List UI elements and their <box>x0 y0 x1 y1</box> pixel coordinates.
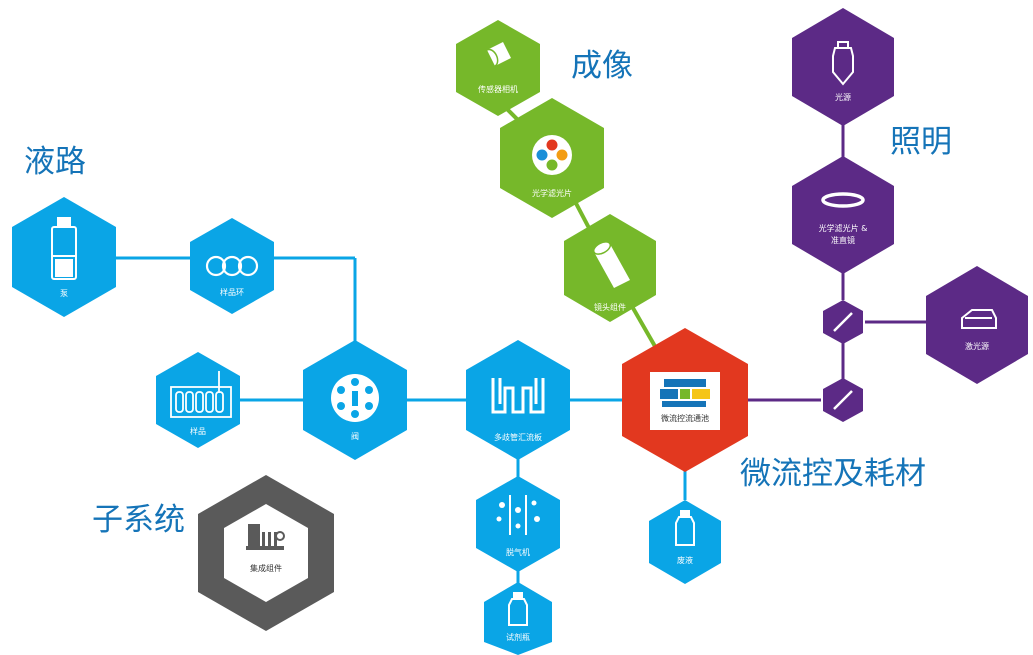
label-microfluidic-chip: 微流控流通池 <box>661 413 709 423</box>
mirror-icon <box>833 390 853 410</box>
hex-sensor-camera <box>456 20 540 116</box>
node-reagent-bottle: 试剂瓶 <box>484 582 552 655</box>
node-microfluidic-chip: 微流控流通池 <box>622 328 748 472</box>
category-microfluidics-label: 微流控及耗材 <box>740 456 926 492</box>
node-sample-loop: 样品环 <box>190 218 274 314</box>
camera-sensor-icon <box>483 42 511 68</box>
laser-icon <box>961 309 997 329</box>
label-sample-loop: 样品环 <box>220 287 244 297</box>
hex-manifold <box>466 340 570 460</box>
label-filter-collimator-line2: 准直镜 <box>831 235 855 245</box>
chip-icon <box>660 379 710 407</box>
node-pump: 泵 <box>12 197 116 317</box>
hex-reagent-bottle <box>484 582 552 655</box>
ring-lens-icon <box>821 192 865 208</box>
bulb-icon <box>832 41 854 86</box>
hex-laser <box>926 266 1028 384</box>
node-integrated-assembly: 集成组件 <box>198 475 334 631</box>
label-reagent-bottle: 试剂瓶 <box>506 632 530 642</box>
sample-rack-icon <box>170 371 232 418</box>
category-subsystem-label: 子系统 <box>92 502 185 538</box>
lens-tube-icon <box>592 241 630 288</box>
mirror-icon <box>833 312 853 332</box>
category-fluid-label: 液路 <box>24 144 86 180</box>
label-waste: 废液 <box>677 555 693 565</box>
label-filter-collimator-line1: 光学滤光片 & <box>819 223 868 233</box>
manifold-channels-icon <box>491 378 545 414</box>
label-sample: 样品 <box>190 426 206 436</box>
category-illumination-label: 照明 <box>890 124 952 160</box>
rotary-valve-icon <box>331 374 379 422</box>
node-laser: 激光源 <box>926 266 1028 384</box>
node-lens-assembly: 镜头组件 <box>564 214 656 322</box>
bottle-icon <box>508 592 528 626</box>
category-imaging-label: 成像 <box>571 48 633 84</box>
label-optical-filter: 光学滤光片 <box>532 188 572 198</box>
label-manifold: 多歧管汇流板 <box>494 432 542 442</box>
node-manifold: 多歧管汇流板 <box>466 340 570 460</box>
node-valve: 阀 <box>303 340 407 460</box>
hex-sample-loop <box>190 218 274 314</box>
label-light-source: 光源 <box>835 92 851 102</box>
node-sample: 样品 <box>156 352 240 448</box>
hex-integrated-assembly-inner <box>224 504 308 602</box>
label-integrated-assembly: 集成组件 <box>250 563 282 573</box>
node-filter-collimator: 光学滤光片 & 准直镜 <box>792 156 894 274</box>
hex-filter-collimator <box>792 156 894 274</box>
hex-light-source <box>792 8 894 126</box>
node-waste: 废液 <box>649 500 721 584</box>
label-lens-assembly: 镜头组件 <box>594 302 626 312</box>
label-sensor-camera: 传感器相机 <box>478 84 518 94</box>
node-degasser: 脱气机 <box>476 476 560 572</box>
hex-waste <box>649 500 721 584</box>
bottle-icon <box>675 510 695 546</box>
color-filter-wheel-icon <box>532 135 572 175</box>
label-degasser: 脱气机 <box>506 547 530 557</box>
node-light-source: 光源 <box>792 8 894 126</box>
node-mirror-upper <box>823 300 863 344</box>
bottle-icon <box>51 217 77 280</box>
degasser-bubbles-icon <box>496 495 540 535</box>
label-laser: 激光源 <box>965 341 989 351</box>
node-mirror-lower <box>823 378 863 422</box>
instrument-icon <box>246 524 285 550</box>
node-sensor-camera: 传感器相机 <box>456 20 540 116</box>
label-pump: 泵 <box>60 289 68 298</box>
tubing-loop-icon <box>205 255 259 277</box>
node-optical-filter: 光学滤光片 <box>500 98 604 218</box>
label-valve: 阀 <box>351 432 359 441</box>
